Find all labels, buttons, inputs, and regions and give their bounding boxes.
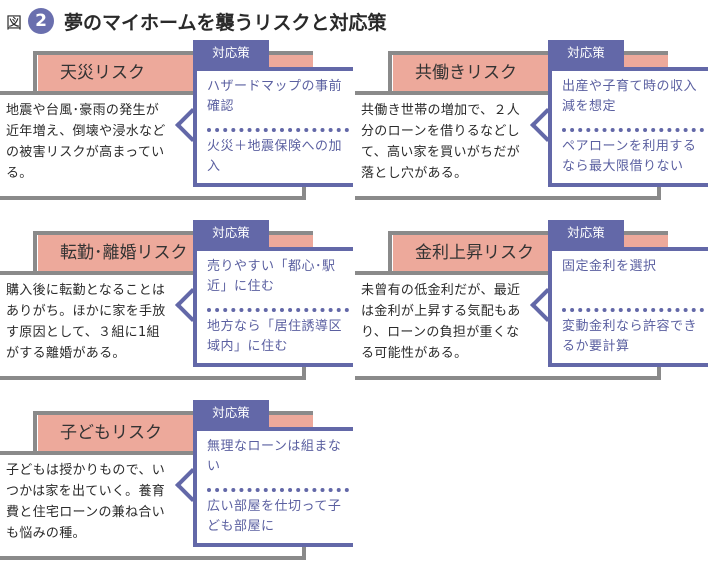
risk-panel: 金利上昇リスク 固定金利を選択 変動金利なら許容できるか要計算 対応策 未曾有の… — [355, 220, 710, 385]
divider — [0, 451, 200, 455]
countermeasure-tab: 対応策 — [193, 220, 269, 248]
dotted-divider — [562, 308, 704, 312]
divider — [33, 411, 37, 454]
figure-title: 図 2 夢のマイホームを襲うリスクと対応策 — [6, 6, 386, 36]
countermeasure-item: 出産や子育て時の収入減を想定 — [562, 79, 698, 114]
figure-number-badge: 2 — [28, 8, 55, 34]
countermeasure-tab: 対応策 — [548, 40, 624, 68]
divider — [657, 186, 661, 198]
divider — [33, 51, 313, 55]
dotted-divider — [207, 308, 349, 312]
risk-panel: 共働きリスク 出産や子育て時の収入減を想定 ペアローンを利用するなら最大限借りな… — [355, 40, 710, 205]
dotted-divider — [207, 488, 349, 492]
countermeasure-item: ハザードマップの事前確認 — [207, 79, 343, 114]
divider — [657, 366, 661, 378]
countermeasure-item: 地方なら「居住誘導区域内」に住む — [207, 319, 343, 354]
risk-panel: 天災リスク ハザードマップの事前確認 火災＋地震保険への加入 対応策 地震や台風… — [0, 40, 355, 205]
divider — [302, 366, 306, 378]
countermeasure-item: ペアローンを利用するなら最大限借りない — [562, 139, 697, 174]
countermeasure-tab: 対応策 — [548, 220, 624, 248]
divider — [355, 91, 555, 95]
divider — [388, 231, 668, 235]
countermeasure-item: 売りやすい「都心･駅近」に住む — [207, 259, 336, 294]
countermeasure-item: 広い部屋を仕切って子ども部屋に — [207, 499, 342, 534]
figure-label: 図 — [6, 13, 23, 32]
divider — [0, 376, 306, 380]
divider — [0, 271, 200, 275]
countermeasure-box: 出産や子育て時の収入減を想定 ペアローンを利用するなら最大限借りない — [548, 67, 708, 187]
divider — [355, 376, 661, 380]
divider — [33, 411, 313, 415]
risk-description: 購入後に転勤となることはありがち。ほかに家を手放す原因として、３組に1組がする離… — [6, 283, 166, 361]
dotted-divider — [207, 128, 349, 132]
countermeasure-item: 無理なローンは組まない — [207, 439, 342, 474]
countermeasure-tab: 対応策 — [193, 40, 269, 68]
countermeasure-tab: 対応策 — [193, 400, 269, 428]
risk-panel: 転勤･離婚リスク 売りやすい「都心･駅近」に住む 地方なら「居住誘導区域内」に住… — [0, 220, 355, 385]
dotted-divider — [562, 128, 704, 132]
countermeasure-box: 売りやすい「都心･駅近」に住む 地方なら「居住誘導区域内」に住む — [193, 247, 353, 367]
divider — [0, 196, 306, 200]
divider — [33, 51, 37, 94]
risk-description: 子どもは授かりもので、いつかは家を出ていく。養育費と住宅ローンの兼ね合いも悩みの… — [6, 463, 166, 541]
divider — [33, 231, 313, 235]
risk-description: 地震や台風･豪雨の発生が近年増え、倒壊や浸水などの被害リスクが高まっている。 — [6, 103, 166, 181]
divider — [388, 51, 392, 94]
divider — [302, 546, 306, 558]
countermeasure-box: 固定金利を選択 変動金利なら許容できるか要計算 — [548, 247, 708, 367]
divider — [33, 231, 37, 274]
risk-panel: 子どもリスク 無理なローンは組まない 広い部屋を仕切って子ども部屋に 対応策 子… — [0, 400, 355, 565]
risk-description: 未曾有の低金利だが、最近は金利が上昇する気配もあり、ローンの負担が重くなる可能性… — [361, 283, 521, 361]
figure-heading: 夢のマイホームを襲うリスクと対応策 — [64, 11, 387, 34]
divider — [0, 91, 200, 95]
countermeasure-item: 火災＋地震保険への加入 — [207, 139, 343, 174]
countermeasure-item: 変動金利なら許容できるか要計算 — [562, 319, 698, 354]
risk-description: 共働き世帯の増加で、２人分のローンを借りるなどして、高い家を買いがちだが落とし穴… — [361, 103, 521, 181]
divider — [0, 556, 306, 560]
divider — [388, 51, 668, 55]
countermeasure-box: ハザードマップの事前確認 火災＋地震保険への加入 — [193, 67, 353, 187]
divider — [302, 186, 306, 198]
divider — [355, 196, 661, 200]
countermeasure-item: 固定金利を選択 — [562, 259, 657, 274]
divider — [388, 231, 392, 274]
countermeasure-box: 無理なローンは組まない 広い部屋を仕切って子ども部屋に — [193, 427, 353, 547]
divider — [355, 271, 555, 275]
